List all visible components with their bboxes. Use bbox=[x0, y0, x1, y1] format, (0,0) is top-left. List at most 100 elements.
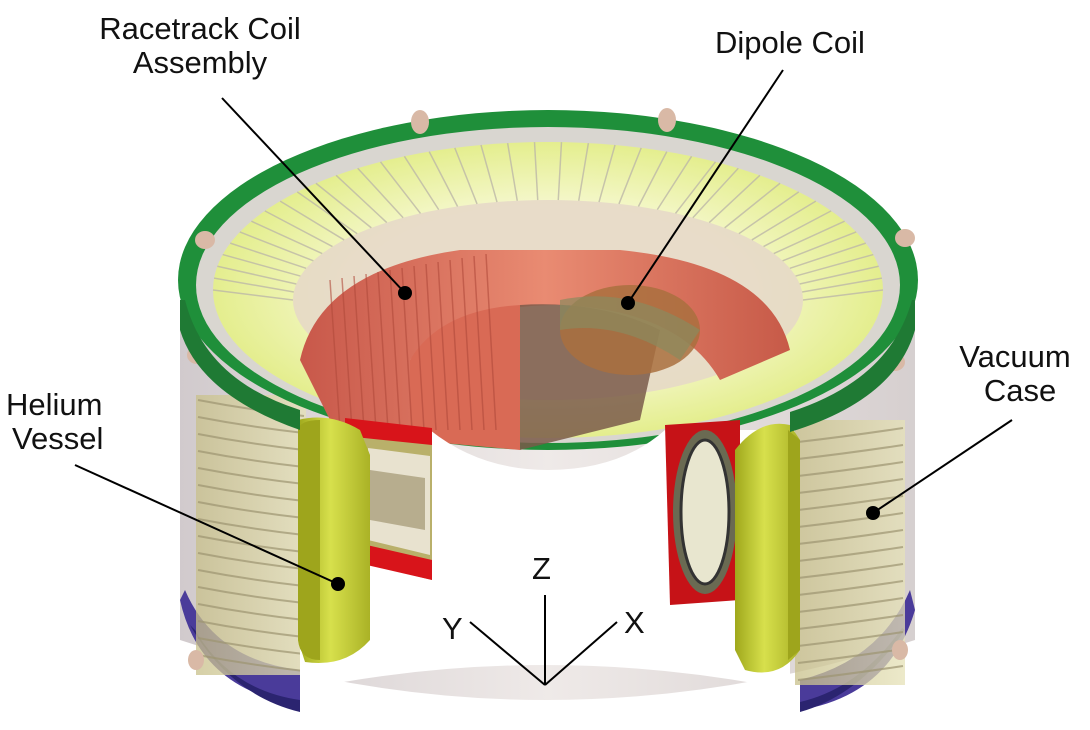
spoke-line bbox=[789, 242, 866, 270]
spoke-line bbox=[557, 142, 563, 201]
left-stripe bbox=[197, 552, 305, 570]
left-helium-vessel bbox=[298, 417, 370, 664]
spoke-line bbox=[239, 231, 314, 262]
spoke-line bbox=[222, 253, 301, 277]
left-stripe bbox=[197, 654, 305, 672]
dipole-leader bbox=[627, 69, 784, 304]
right-stripe bbox=[797, 563, 904, 579]
spoke-line bbox=[454, 147, 478, 205]
left-stripe-lines bbox=[197, 399, 305, 672]
helium-label-line1: Helium bbox=[6, 387, 103, 422]
spoke-line bbox=[724, 182, 781, 229]
winding-line bbox=[449, 259, 461, 431]
leader-dots bbox=[331, 286, 880, 591]
spoke-line bbox=[708, 174, 761, 224]
left-stripe bbox=[197, 586, 305, 604]
right-stripe bbox=[797, 478, 904, 494]
left-stripe bbox=[197, 467, 305, 485]
right-stripe bbox=[797, 529, 904, 545]
spoke-line bbox=[763, 210, 832, 248]
spoke-line bbox=[738, 191, 800, 235]
vacuum-label: Vacuum Case bbox=[950, 340, 1080, 408]
spoke-line bbox=[251, 220, 323, 255]
radial-spokes bbox=[212, 142, 884, 301]
winding-line bbox=[485, 253, 497, 431]
right-helium-vessel bbox=[735, 423, 800, 673]
helium-leader bbox=[74, 464, 339, 585]
rim-side-segments bbox=[180, 300, 915, 432]
spoke-line bbox=[618, 147, 642, 205]
spoke-line bbox=[637, 151, 668, 207]
racetrack-label-line2: Assembly bbox=[132, 45, 268, 80]
y-axis-label: Y bbox=[442, 611, 463, 646]
spoke-line bbox=[773, 220, 845, 255]
spoke-line bbox=[217, 265, 297, 285]
left-stripe bbox=[197, 501, 305, 519]
spoke-line bbox=[315, 182, 372, 229]
winding-line bbox=[473, 255, 485, 431]
right-stripe bbox=[797, 444, 904, 460]
helium-dot bbox=[331, 577, 345, 591]
winding-line bbox=[365, 273, 377, 431]
left-stripe bbox=[197, 518, 305, 536]
vacuum-label-line2: Case bbox=[983, 373, 1057, 408]
helium-label: Helium Vessel bbox=[6, 388, 103, 456]
winding-line bbox=[353, 275, 365, 431]
spoke-line bbox=[577, 142, 590, 201]
left-stripe bbox=[197, 484, 305, 502]
winding-line bbox=[461, 257, 473, 431]
dipole-dot bbox=[621, 296, 635, 310]
right-stripe bbox=[797, 648, 904, 664]
spoke-line bbox=[213, 277, 294, 293]
left-stripe bbox=[197, 620, 305, 638]
vacuum-dot bbox=[866, 506, 880, 520]
spoke-line bbox=[799, 265, 879, 285]
right-stripe-lines bbox=[797, 427, 904, 681]
racetrack-label-line1: Racetrack Coil bbox=[99, 11, 301, 46]
right-stripe bbox=[797, 461, 904, 477]
spoke-line bbox=[782, 231, 857, 262]
racetrack-dot bbox=[398, 286, 412, 300]
right-stripe bbox=[797, 512, 904, 528]
right-stripe bbox=[797, 665, 904, 681]
left-stripe bbox=[197, 416, 305, 434]
leader-lines bbox=[74, 69, 1013, 585]
spoke-line bbox=[656, 155, 693, 211]
right-stripe bbox=[797, 580, 904, 596]
winding-line bbox=[341, 277, 353, 431]
spoke-line bbox=[264, 210, 333, 248]
spoke-line bbox=[335, 174, 388, 224]
right-stripe bbox=[797, 546, 904, 562]
dipole-label: Dipole Coil bbox=[715, 26, 865, 60]
racetrack-coil-windings bbox=[329, 253, 497, 431]
winding-line bbox=[389, 269, 401, 431]
left-stripe bbox=[197, 603, 305, 621]
z-axis-label: Z bbox=[532, 551, 551, 586]
spoke-line bbox=[795, 253, 874, 277]
winding-line bbox=[437, 261, 449, 431]
spoke-line bbox=[279, 200, 345, 241]
left-stripe bbox=[197, 569, 305, 587]
spoke-line bbox=[230, 242, 307, 270]
x-axis-line bbox=[544, 621, 618, 686]
spoke-line bbox=[751, 200, 817, 241]
spoke-line bbox=[212, 289, 294, 301]
left-stripe bbox=[197, 433, 305, 451]
winding-line bbox=[425, 263, 437, 431]
x-axis-label: X bbox=[624, 605, 645, 640]
left-stripe bbox=[197, 637, 305, 655]
racetrack-label: Racetrack Coil Assembly bbox=[70, 12, 330, 80]
right-stripe bbox=[797, 597, 904, 613]
spoke-line bbox=[357, 167, 404, 219]
y-axis-line bbox=[469, 621, 546, 686]
spoke-line bbox=[403, 155, 440, 211]
right-stripe bbox=[797, 631, 904, 647]
dipole-label-line1: Dipole Coil bbox=[715, 25, 865, 60]
left-coil-section bbox=[345, 418, 432, 580]
right-stripe bbox=[797, 495, 904, 511]
spoke-line bbox=[802, 289, 884, 301]
winding-line bbox=[329, 279, 341, 431]
coordinate-axes bbox=[469, 595, 618, 686]
right-stripe bbox=[797, 614, 904, 630]
